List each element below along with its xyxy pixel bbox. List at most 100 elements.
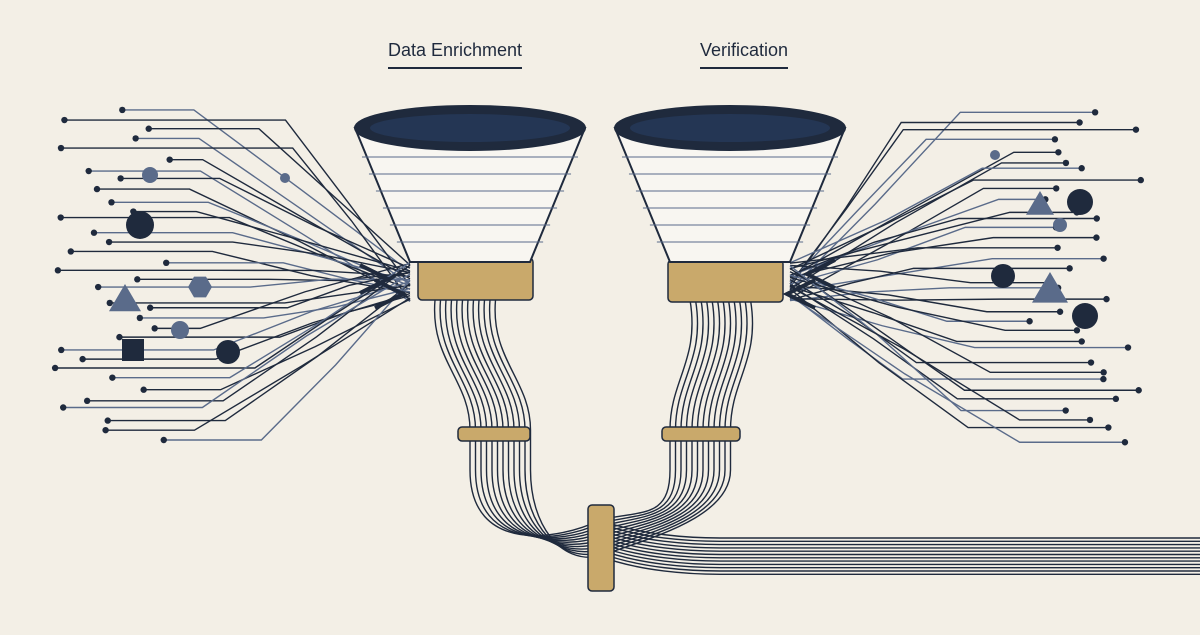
pipe-icon [455, 299, 601, 542]
arrow-icon [782, 278, 816, 310]
circuit-trace-icon [789, 285, 1082, 343]
funnel-opening [630, 114, 830, 142]
circuit-trace-icon [63, 273, 411, 409]
circle-node-icon [1091, 109, 1099, 116]
circuit-trace-icon [64, 119, 411, 286]
circle-node-icon [126, 211, 154, 239]
circle-node-icon [109, 374, 116, 381]
circle-node-icon [61, 116, 68, 124]
circuit-trace-icon [109, 241, 411, 274]
circuit-trace-icon [139, 287, 411, 319]
circuit-trace-icon [119, 295, 411, 338]
circuit-trace-icon [789, 276, 1077, 332]
circle-node-icon [83, 397, 91, 405]
pipes [433, 299, 1200, 575]
pipe-bands [417, 257, 784, 592]
pipe-icon [599, 545, 1200, 566]
circuit-trace-icon [150, 271, 411, 309]
circle-node-icon [67, 248, 75, 255]
circle-node-icon [1073, 327, 1081, 334]
circuit-trace-icon [789, 236, 1097, 279]
verification-label: Verification [700, 40, 789, 69]
inflow-arrows [359, 258, 836, 310]
circuit-trace-icon [789, 271, 1104, 374]
circle-node-icon [1051, 136, 1059, 143]
circuit-trace-icon [789, 286, 1090, 421]
circle-node-icon [1078, 165, 1085, 172]
circuit-trace-icon [55, 264, 411, 369]
circuit-trace-icon [789, 167, 1082, 264]
circuit-trace-icon [789, 226, 1057, 285]
arrow-icon [359, 263, 393, 295]
circle-node-icon [140, 386, 147, 393]
circle-node-icon [1067, 189, 1093, 215]
pipe-icon [433, 299, 601, 537]
circle-node-icon [1062, 407, 1069, 414]
circle-node-icon [1121, 439, 1129, 446]
circle-node-icon [1132, 126, 1140, 133]
circle-node-icon [57, 144, 65, 152]
circle-node-icon [79, 355, 86, 363]
pipe-icon [599, 299, 726, 541]
funnels [353, 105, 847, 263]
circle-node-icon [160, 436, 167, 444]
circle-node-icon [1135, 387, 1142, 394]
circle-node-icon [119, 106, 126, 114]
circuit-trace-icon [789, 179, 1141, 270]
circle-node-icon [280, 173, 290, 183]
circle-node-icon [1100, 375, 1107, 383]
circle-node-icon [991, 264, 1015, 288]
circle-node-icon [105, 238, 113, 246]
circuit-trace-icon [111, 201, 411, 287]
pipe-band [417, 257, 534, 301]
circuit-trace-icon [82, 292, 411, 360]
circuit-trace-icon [98, 278, 411, 288]
circle-node-icon [54, 267, 62, 274]
circle-node-icon [94, 283, 102, 291]
circuit-trace-icon [169, 158, 411, 280]
circle-node-icon [1062, 159, 1070, 167]
circuit-trace-icon [61, 147, 411, 302]
circle-node-icon [132, 135, 139, 142]
pipe-band [587, 504, 615, 592]
circle-node-icon [1066, 265, 1073, 272]
circuit-trace-icon [789, 265, 1066, 412]
circle-node-icon [1056, 308, 1064, 315]
circle-node-icon [60, 404, 67, 411]
pipe-icon [494, 299, 601, 558]
pipe-icon [477, 299, 601, 550]
circuit-trace-icon [789, 198, 1046, 277]
circle-node-icon [1100, 369, 1107, 376]
circuit-trace-icon [105, 297, 411, 431]
circle-node-icon [85, 167, 92, 175]
circle-node-icon [108, 199, 115, 206]
circle-node-icon [166, 156, 173, 163]
circle-node-icon [163, 259, 170, 267]
pipe-icon [599, 299, 721, 538]
circle-node-icon [151, 325, 158, 332]
pipe-icon [450, 299, 601, 540]
circuit-traces-left [51, 106, 411, 444]
square-icon [122, 339, 144, 361]
circuit-trace-icon [789, 295, 1125, 443]
pipe-icon [599, 299, 743, 551]
pipe-icon [599, 299, 754, 557]
funnel-opening [370, 114, 570, 142]
triangle-icon [1032, 272, 1068, 303]
circle-node-icon [1055, 149, 1062, 156]
circuit-trace-icon [789, 279, 1092, 364]
circle-node-icon [1124, 344, 1132, 351]
pipe-icon [599, 519, 1200, 539]
circle-node-icon [1078, 338, 1085, 345]
pipe-band [667, 259, 784, 303]
pipe-band [661, 426, 741, 442]
circle-node-icon [1072, 303, 1098, 329]
circle-node-icon [216, 340, 240, 364]
pipe-icon [599, 299, 748, 554]
circuit-trace-icon [122, 109, 411, 273]
hexagon-icon [188, 276, 212, 298]
pipe-icon [599, 522, 1200, 542]
pipe-icon [599, 299, 737, 548]
circuit-trace-icon [789, 128, 1136, 285]
